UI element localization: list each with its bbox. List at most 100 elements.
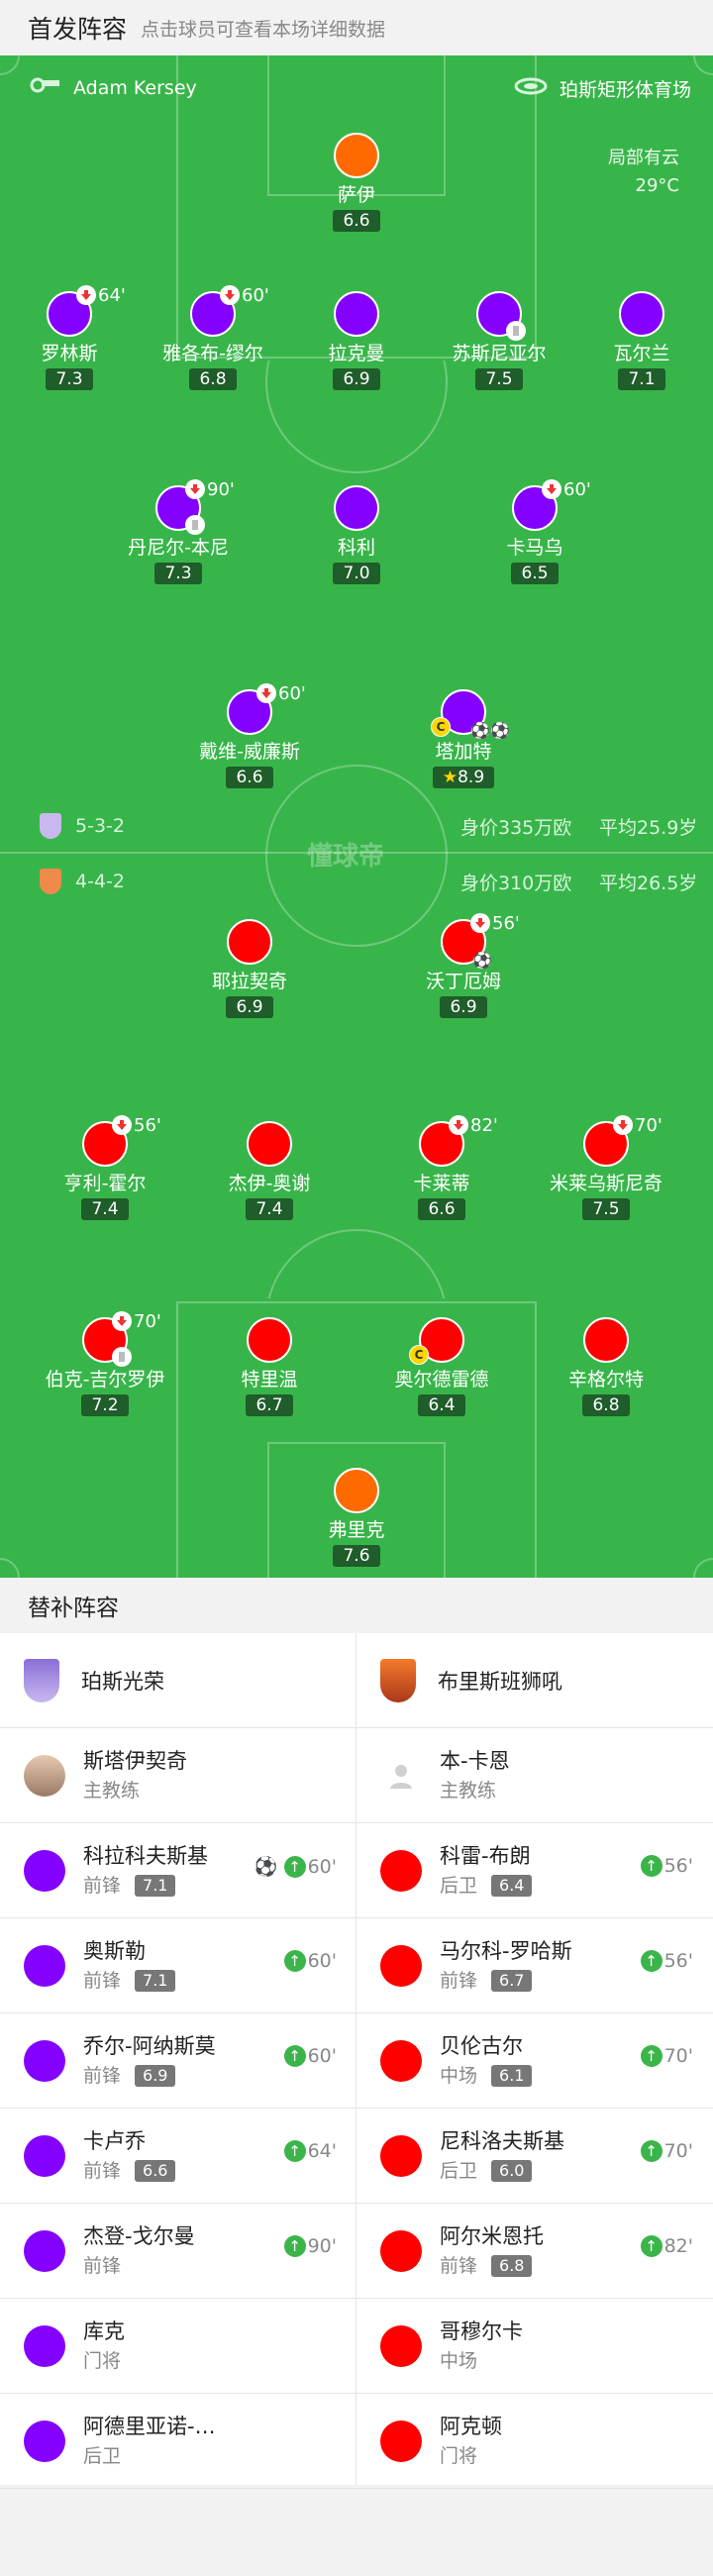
player-name: 苏斯尼亚尔 bbox=[452, 343, 547, 364]
away-player-1[interactable]: 耶拉契奇 6.9 bbox=[151, 919, 349, 1018]
player-name: 阿克顿 bbox=[440, 2414, 502, 2438]
player-name: 阿尔米恩托 bbox=[440, 2223, 544, 2248]
player-rating: 7.6 bbox=[333, 1545, 380, 1567]
player-marker: 82' bbox=[419, 1115, 498, 1167]
player-rating: 6.8 bbox=[582, 1394, 630, 1416]
away-player-11[interactable]: 弗里克 7.6 bbox=[257, 1468, 456, 1567]
away-coach[interactable]: 本-卡恩主教练 bbox=[356, 1728, 713, 1823]
away-sub-6[interactable]: 哥穆尔卡中场 bbox=[356, 2299, 713, 2394]
home-player-8[interactable]: 科利 7.0 bbox=[257, 485, 456, 584]
home-player-6[interactable]: 瓦尔兰 7.1 bbox=[543, 291, 713, 390]
referee: Adam Kersey bbox=[28, 75, 197, 100]
player-avatar bbox=[24, 2039, 65, 2082]
sub-time: 56' bbox=[663, 1950, 693, 1972]
player-avatar bbox=[380, 2229, 422, 2272]
player-avatar bbox=[24, 2229, 65, 2272]
player-position: 后卫 bbox=[83, 2444, 122, 2467]
player-position: 中场 bbox=[440, 2349, 478, 2372]
player-name: 拉克曼 bbox=[328, 343, 385, 364]
away-player-3[interactable]: 56' 亨利-霍尔 7.4 bbox=[6, 1115, 204, 1220]
player-name: 罗林斯 bbox=[41, 343, 98, 364]
away-player-6[interactable]: 70' 米莱乌斯尼奇 7.5 bbox=[507, 1115, 705, 1220]
lineup-hint: 点击球员可查看本场详细数据 bbox=[141, 18, 386, 41]
home-team-info: 5-3-2 身价335万欧 平均25.9岁 bbox=[0, 806, 713, 846]
home-player-2[interactable]: 64' 罗林斯 7.3 bbox=[0, 285, 168, 390]
player-rating: 6.9 bbox=[440, 996, 487, 1018]
player-marker: C⚽⚽ bbox=[431, 689, 510, 739]
captain-badge: C bbox=[409, 1345, 429, 1365]
player-avatar bbox=[380, 2134, 422, 2177]
player-name: 哥穆尔卡 bbox=[440, 2318, 523, 2343]
away-player-2[interactable]: 56'⚽ 沃丁厄姆 6.9 bbox=[364, 913, 562, 1018]
sub-time: 60' bbox=[307, 1855, 337, 1878]
venue: 珀斯矩形体育场 bbox=[514, 75, 691, 102]
home-player-7[interactable]: 90' 丹尼尔-本尼 7.3 bbox=[79, 479, 277, 584]
player-marker bbox=[476, 291, 526, 341]
player-name: 乔尔-阿纳斯莫 bbox=[83, 2033, 216, 2058]
player-name: 科雷-布朗 bbox=[440, 1843, 531, 1868]
team-name: 布里斯班狮吼 bbox=[438, 1669, 562, 1694]
home-age: 平均25.9岁 bbox=[599, 816, 698, 839]
home-sub-7[interactable]: 阿德里亚诺-…后卫 bbox=[0, 2394, 356, 2489]
sub-in: ⚽↑60' bbox=[255, 1855, 337, 1878]
sub-in-icon: ↑ bbox=[640, 2045, 662, 2067]
star-icon: ★ bbox=[442, 768, 458, 787]
player-rating: 6.6 bbox=[333, 210, 380, 232]
player-marker bbox=[247, 1317, 292, 1363]
home-subs-team: 珀斯光荣 bbox=[0, 1633, 356, 1728]
home-player-3[interactable]: 60' 雅各布-缪尔 6.8 bbox=[114, 285, 312, 390]
player-name: 奥斯勒 bbox=[83, 1938, 146, 1963]
player-avatar bbox=[380, 2324, 422, 2367]
player-position: 后卫 bbox=[440, 2159, 478, 2182]
away-sub-7[interactable]: 阿克顿门将 bbox=[356, 2394, 713, 2489]
home-player-9[interactable]: 60' 卡马乌 6.5 bbox=[436, 479, 634, 584]
player-name: 辛格尔特 bbox=[567, 1369, 644, 1391]
sub-time: 56' bbox=[134, 1115, 161, 1136]
player-name: 杰登-戈尔曼 bbox=[83, 2223, 195, 2248]
goal-icon: ⚽⚽ bbox=[470, 721, 510, 740]
player-name: 戴维-威廉斯 bbox=[199, 741, 300, 763]
away-player-5[interactable]: 82' 卡莱蒂 6.6 bbox=[343, 1115, 541, 1220]
coach-avatar-placeholder-icon bbox=[380, 1755, 422, 1797]
player-avatar bbox=[380, 2420, 422, 2462]
player-rating: 6.6 bbox=[418, 1198, 465, 1220]
watermark: 懂球帝 bbox=[307, 842, 385, 872]
player-rating: 7.2 bbox=[81, 1394, 129, 1416]
away-player-10[interactable]: 辛格尔特 6.8 bbox=[507, 1317, 705, 1416]
home-coach[interactable]: 斯塔伊契奇主教练 bbox=[0, 1728, 356, 1823]
goal-icon: ⚽ bbox=[254, 1856, 278, 1878]
player-rating: 6.9 bbox=[135, 2064, 176, 2087]
player-marker: 60' bbox=[512, 479, 591, 531]
away-player-8[interactable]: 特里温 6.7 bbox=[170, 1317, 368, 1416]
player-name: 沃丁厄姆 bbox=[425, 971, 501, 992]
away-formation: 4-4-2 bbox=[75, 871, 125, 892]
player-avatar bbox=[24, 2324, 65, 2367]
home-player-1[interactable]: 萨伊 6.6 bbox=[257, 133, 456, 232]
home-sub-5[interactable]: 杰登-戈尔曼前锋↑90' bbox=[0, 2204, 356, 2299]
home-player-11[interactable]: C⚽⚽ 塔加特 ★8.9 bbox=[364, 689, 562, 788]
sub-out-icon bbox=[112, 1311, 132, 1331]
card-icon bbox=[185, 515, 205, 535]
away-player-7[interactable]: 70' 伯克-吉尔罗伊 7.2 bbox=[6, 1311, 204, 1416]
away-player-4[interactable]: 杰伊-奥谢 7.4 bbox=[170, 1121, 368, 1220]
home-player-4[interactable]: 拉克曼 6.9 bbox=[257, 291, 456, 390]
home-player-10[interactable]: 60' 戴维-威廉斯 6.6 bbox=[151, 683, 349, 788]
sub-time: 70' bbox=[134, 1311, 161, 1332]
home-sub-6[interactable]: 库克门将 bbox=[0, 2299, 356, 2394]
home-team-logo bbox=[24, 1658, 59, 1702]
sub-in-icon: ↑ bbox=[283, 1950, 306, 1972]
player-marker: C bbox=[409, 1317, 464, 1365]
home-player-5[interactable]: 苏斯尼亚尔 7.5 bbox=[400, 291, 598, 390]
away-player-9[interactable]: C 奥尔德雷德 6.4 bbox=[343, 1317, 541, 1416]
